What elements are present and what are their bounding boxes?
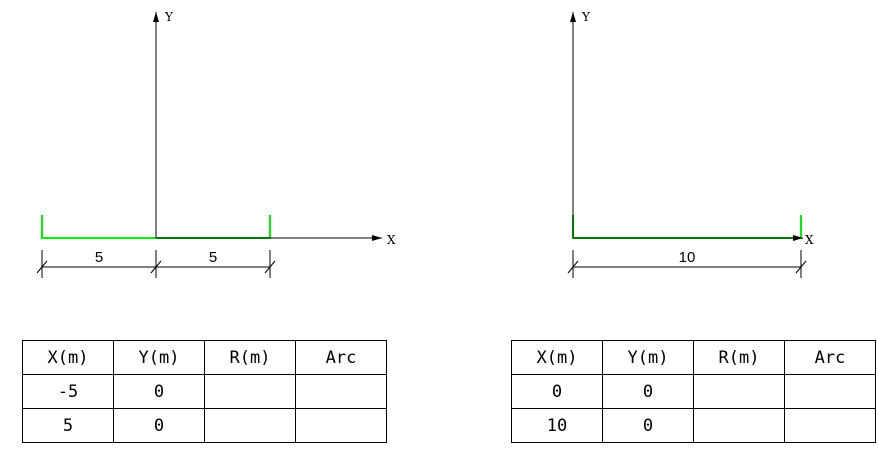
right-diagram: Y X 10 [567, 10, 814, 278]
cell: 0 [602, 408, 694, 443]
cell [784, 408, 876, 443]
cell [784, 374, 876, 409]
table-row: 5 0 [22, 408, 387, 443]
dimension-label: 10 [679, 249, 696, 266]
cell [295, 374, 387, 409]
dimension-line [36, 250, 276, 278]
header-cell: Arc [784, 340, 876, 375]
header-cell: X(m) [511, 340, 603, 375]
header-cell: R(m) [204, 340, 296, 375]
y-axis-label: Y [581, 10, 591, 24]
table-row: -5 0 [22, 374, 387, 409]
cell: 5 [22, 408, 114, 443]
cell [204, 374, 296, 409]
cell [693, 408, 785, 443]
dimension-label: 5 [95, 249, 103, 266]
cell [204, 408, 296, 443]
cell: 0 [113, 374, 205, 409]
table-row: 10 0 [511, 408, 876, 443]
dimension-label: 5 [209, 249, 217, 266]
table-header-row: X(m) Y(m) R(m) Arc [22, 340, 387, 375]
table-row: 0 0 [511, 374, 876, 409]
coordinates-table-right: X(m) Y(m) R(m) Arc 0 0 10 0 [511, 340, 876, 443]
coordinates-table-left: X(m) Y(m) R(m) Arc -5 0 5 0 [22, 340, 387, 443]
profile-line [572, 215, 802, 239]
header-cell: Arc [295, 340, 387, 375]
table-header-row: X(m) Y(m) R(m) Arc [511, 340, 876, 375]
cell: 0 [602, 374, 694, 409]
x-axis-label: X [387, 233, 396, 247]
left-diagram: Y X 5 5 [36, 10, 396, 278]
header-cell: R(m) [693, 340, 785, 375]
dimension-line [567, 250, 807, 278]
cell [295, 408, 387, 443]
cell: 0 [511, 374, 603, 409]
cell: 0 [113, 408, 205, 443]
x-axis-label: X [805, 233, 814, 247]
y-axis-label: Y [164, 10, 174, 24]
cell: 10 [511, 408, 603, 443]
cell: -5 [22, 374, 114, 409]
header-cell: Y(m) [113, 340, 205, 375]
cell [693, 374, 785, 409]
header-cell: Y(m) [602, 340, 694, 375]
header-cell: X(m) [22, 340, 114, 375]
